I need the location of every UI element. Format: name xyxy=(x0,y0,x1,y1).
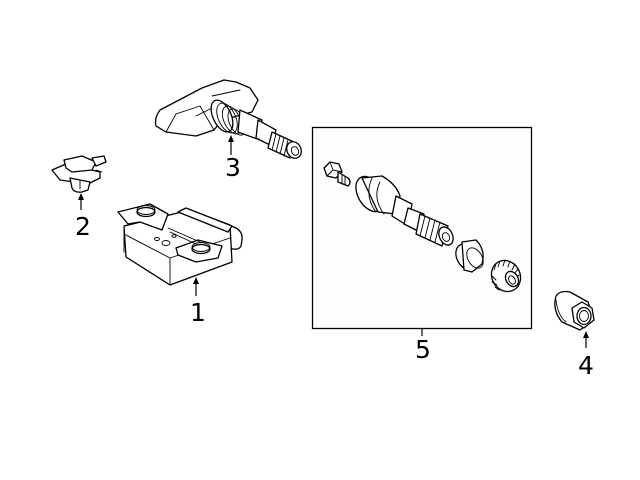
valve-cap-icon[interactable] xyxy=(554,290,595,349)
callout-3: 3 xyxy=(225,153,241,182)
callout-4: 4 xyxy=(578,351,594,380)
tpms-sensor-icon[interactable] xyxy=(154,79,304,161)
callout-5: 5 xyxy=(415,335,431,364)
kit-contents-icon[interactable] xyxy=(323,161,526,297)
callout-2: 2 xyxy=(75,212,91,241)
receiver-module-icon[interactable] xyxy=(117,203,243,296)
callout-1: 1 xyxy=(190,298,206,327)
bracket-clip-icon[interactable] xyxy=(51,155,107,210)
